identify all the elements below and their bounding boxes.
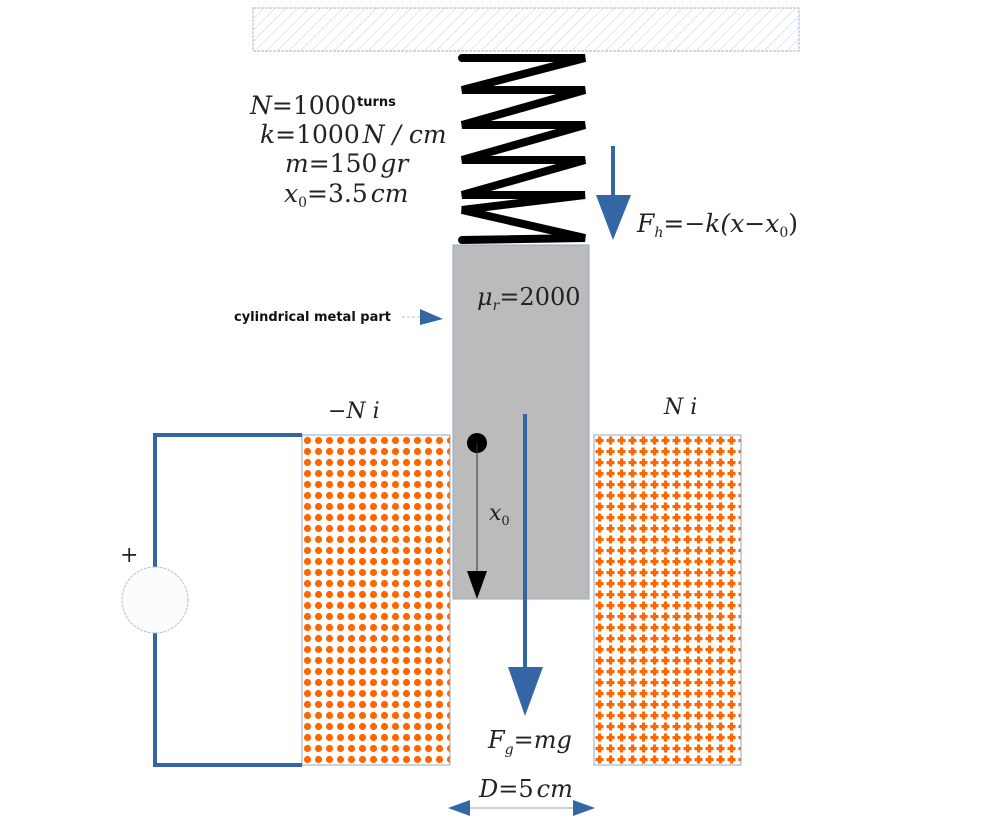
displacement-label: x0 [489, 501, 510, 529]
plunger-pointer-arrow [402, 309, 443, 325]
displacement-marker [467, 433, 487, 599]
plunger-label: cylindrical metal part [234, 310, 391, 325]
source-polarity-label: + [120, 543, 138, 568]
gravity-force-arrow [508, 414, 543, 716]
spring-force-arrow [596, 146, 631, 240]
coil-right [593, 434, 742, 766]
param-n-unit: turns [357, 95, 396, 110]
diameter-dimension-arrow [448, 800, 595, 816]
coil-right-label: N i [663, 395, 697, 420]
voltage-source [121, 566, 189, 634]
gravity-force-label: Fg=mg [487, 726, 572, 758]
spring [458, 54, 587, 244]
circuit-wire [153, 433, 302, 767]
plunger [452, 244, 590, 600]
spring-force-label: Fh=−k(x−x0) [636, 209, 798, 241]
param-n: N=1000 [249, 91, 356, 120]
ceiling-support [252, 7, 800, 52]
coil-left-label: −N i [328, 399, 380, 424]
permeability-label: μr=2000 [477, 283, 581, 314]
coil-left [301, 434, 451, 766]
